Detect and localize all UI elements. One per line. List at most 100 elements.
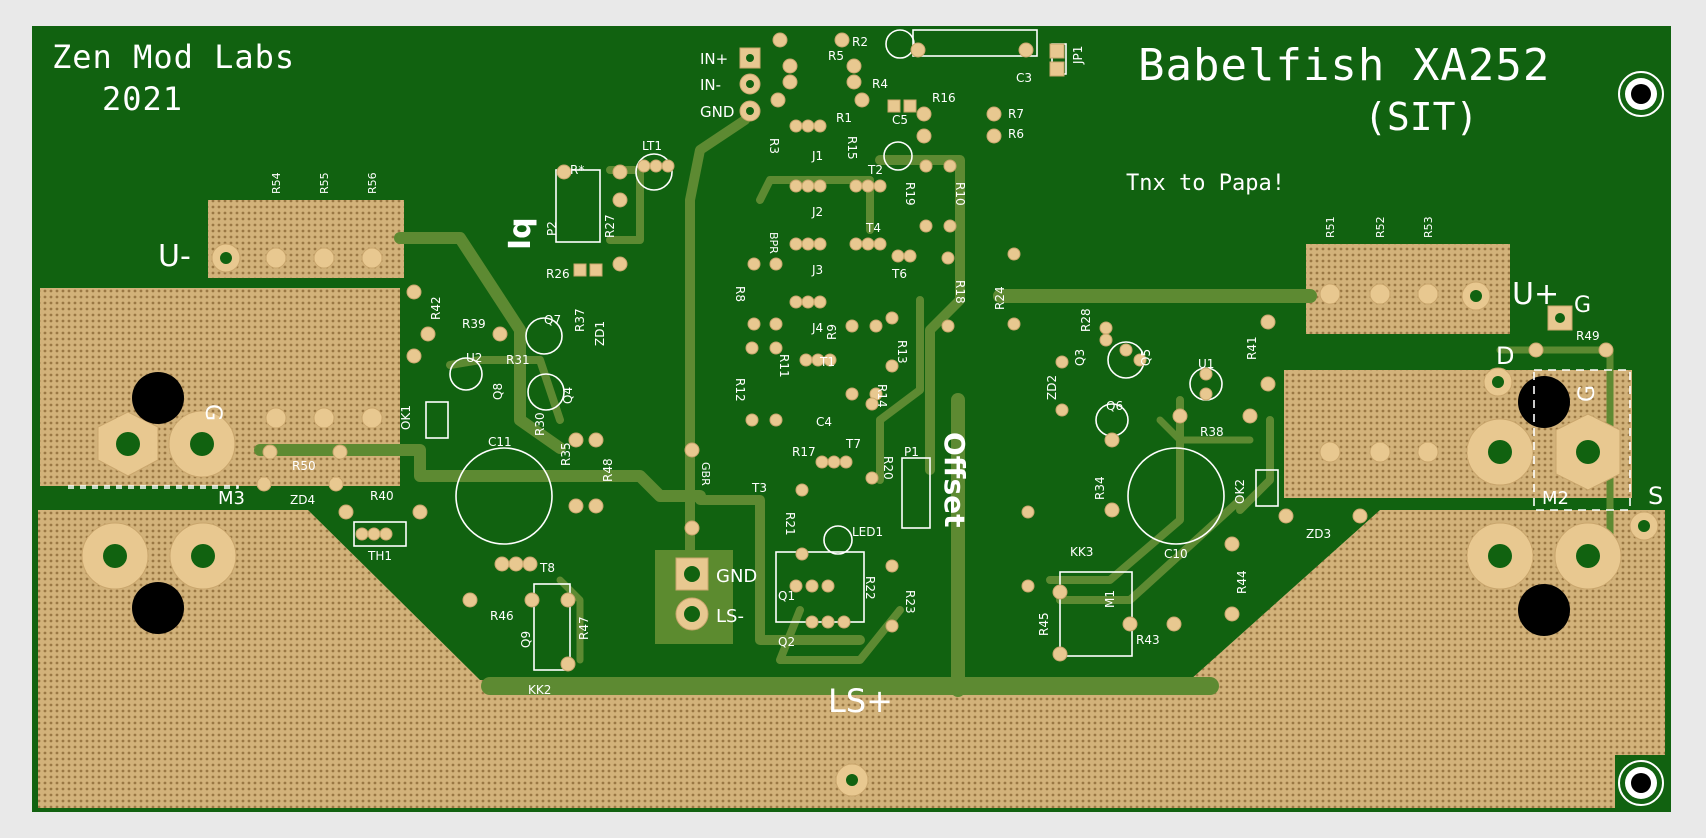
ref-r16: R16 [932, 91, 956, 105]
ref-r40: R40 [370, 489, 394, 503]
ref-c5: C5 [892, 113, 908, 127]
ref-led1: LED1 [852, 525, 883, 539]
ref-r2: R2 [852, 35, 868, 49]
copper-traces [254, 115, 1614, 697]
board-subtitle: (SIT) [1364, 95, 1478, 139]
ref-r22: R22 [863, 576, 877, 600]
ref-r26: R26 [546, 267, 570, 281]
ref-t1: T1 [819, 355, 835, 369]
ref-r54: R54 [270, 172, 283, 194]
ref-t4: T4 [865, 221, 881, 235]
ref-r9: R9 [825, 324, 839, 340]
ref-p1: P1 [904, 445, 919, 459]
ref-r13: R13 [895, 340, 909, 364]
ref-r24: R24 [993, 286, 1007, 310]
ref-r12: R12 [733, 378, 747, 402]
ref-c4: C4 [816, 415, 832, 429]
ref-j1: J1 [811, 149, 823, 163]
gnd-out-label: GND [716, 566, 757, 587]
ref-j4: J4 [811, 321, 823, 335]
in-minus-label: IN- [700, 76, 721, 94]
ref-q9: Q9 [519, 631, 533, 648]
ref-r18: R18 [953, 280, 967, 304]
ref-r39: R39 [462, 317, 486, 331]
ref-r35: R35 [559, 442, 573, 466]
ref-bpr: BPR [767, 232, 780, 254]
in-plus-label: IN+ [700, 50, 728, 68]
ref-gbr: GBR [699, 462, 712, 486]
offset-label: Offset [938, 432, 971, 528]
ref-r48: R48 [601, 458, 615, 482]
ref-r23: R23 [903, 590, 917, 614]
ref-r43: R43 [1136, 633, 1160, 647]
ref-q3: Q3 [1073, 349, 1087, 366]
ref-r51: R51 [1324, 216, 1337, 238]
ref-q8: Q8 [491, 383, 505, 400]
mounting-holes [835, 71, 1671, 812]
ref-r5: R5 [828, 49, 844, 63]
ref-ok2: OK2 [1233, 479, 1247, 504]
ref-r45: R45 [1037, 612, 1051, 636]
ref-r38: R38 [1200, 425, 1224, 439]
ref-u1: U1 [1198, 357, 1214, 371]
ref-zd1: ZD1 [593, 321, 607, 346]
source-label: S [1648, 482, 1663, 510]
ref-r49: R49 [1576, 329, 1600, 343]
ref-t2: T2 [867, 163, 883, 177]
ref-lt1: LT1 [642, 139, 662, 153]
ref-zd4: ZD4 [290, 493, 315, 507]
m2-label: M2 [1542, 488, 1569, 509]
g-label-right: G [1575, 385, 1600, 402]
gate-label-right: G [1574, 293, 1591, 318]
m3-label: M3 [218, 488, 245, 509]
bottom-copper-pour-left [38, 510, 1665, 808]
ref-u2: U2 [466, 351, 482, 365]
year-label: 2021 [102, 80, 183, 118]
ref-r42: R42 [429, 296, 443, 320]
small-component-pads [256, 32, 1614, 672]
ref-r41: R41 [1245, 336, 1259, 360]
ref-r20: R20 [881, 456, 895, 480]
reference-designators: R1 R2 R3 R4 R5 R6 R7 R8 R9 R10 R11 R12 R… [270, 35, 1600, 697]
ref-c10: C10 [1164, 547, 1188, 561]
terminal-pads [211, 47, 1659, 631]
ref-r6: R6 [1008, 127, 1024, 141]
ref-r52: R52 [1374, 216, 1387, 238]
ref-r46: R46 [490, 609, 514, 623]
m3-mount-hole-lower [132, 582, 184, 634]
ref-r7: R7 [1008, 107, 1024, 121]
component-outlines [67, 29, 1631, 671]
ref-r17: R17 [792, 445, 816, 459]
ref-q7: Q7 [544, 313, 561, 327]
ref-q1: Q1 [778, 589, 795, 603]
ls-minus-label: LS- [716, 606, 744, 627]
ref-r14: R14 [875, 384, 889, 408]
g-label-left: G [200, 404, 225, 421]
maker-label: Zen Mod Labs [52, 38, 295, 76]
ref-kk3: KK3 [1070, 545, 1093, 559]
ref-j2: J2 [811, 205, 823, 219]
ref-r19: R19 [903, 182, 917, 206]
ref-jp1: JP1 [1071, 46, 1085, 65]
ref-r47: R47 [577, 616, 591, 640]
ref-r37: R37 [573, 308, 587, 332]
ref-p2: P2 [545, 221, 559, 236]
ref-t6: T6 [891, 267, 907, 281]
drain-label: D [1496, 342, 1514, 370]
ref-r11: R11 [777, 354, 791, 378]
ref-ok1: OK1 [399, 405, 413, 430]
ref-j3: J3 [811, 263, 823, 277]
ref-t7: T7 [845, 437, 861, 451]
ref-rstar: R* [570, 163, 584, 177]
ref-r8: R8 [733, 286, 747, 302]
ref-q2: Q2 [778, 635, 795, 649]
ref-q6: Q6 [1106, 399, 1123, 413]
ref-m1: M1 [1103, 590, 1117, 608]
ref-r3: R3 [767, 138, 781, 154]
ref-r56: R56 [366, 172, 379, 194]
ls-plus-label: LS+ [828, 682, 893, 720]
thanks-label: Tnx to Papa! [1126, 171, 1285, 196]
ref-q4: Q4 [561, 387, 575, 404]
ref-r4: R4 [872, 77, 888, 91]
